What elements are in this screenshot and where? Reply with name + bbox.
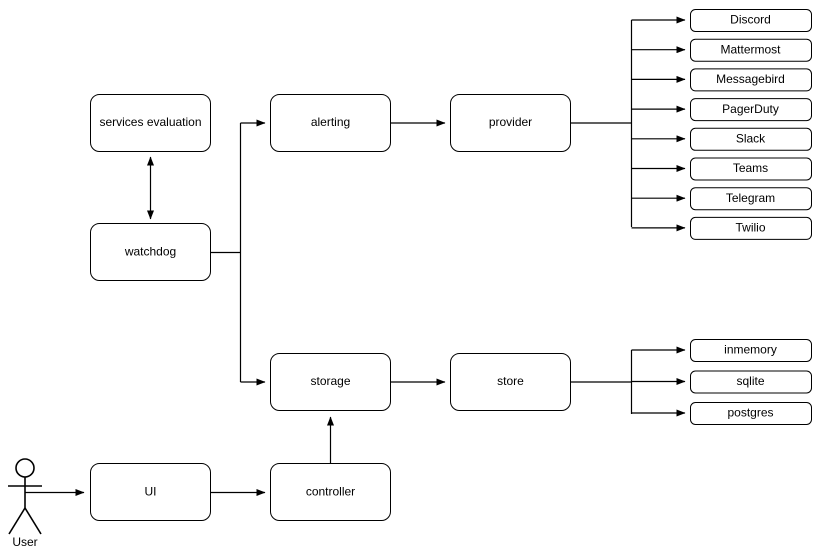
node-provider-label: provider: [489, 115, 532, 129]
provider-leaf-mattermost-label: Mattermost: [720, 42, 781, 56]
node-controller-box[interactable]: [270, 463, 391, 521]
provider-leaf-twilio-label: Twilio: [735, 221, 765, 235]
provider-leaf-mattermost[interactable]: Mattermost: [690, 38, 812, 62]
provider-leaf-slack-label: Slack: [736, 131, 766, 145]
node-services-evaluation-box[interactable]: [90, 94, 211, 152]
node-controller[interactable]: controller: [270, 463, 391, 521]
store-leaf-sqlite[interactable]: sqlite: [690, 370, 812, 394]
provider-leaf-twilio[interactable]: Twilio: [690, 216, 812, 240]
node-storage-label: storage: [310, 374, 350, 388]
provider-leaf-pagerduty[interactable]: PagerDuty: [690, 98, 812, 122]
node-store-label: store: [497, 374, 524, 388]
provider-leaf-teams[interactable]: Teams: [690, 157, 812, 181]
store-leaf-sqlite-box[interactable]: [690, 370, 812, 394]
provider-leaf-discord-label: Discord: [730, 13, 771, 27]
node-storage[interactable]: storage: [270, 353, 391, 411]
node-ui[interactable]: UI: [90, 463, 211, 521]
node-store-box[interactable]: [450, 353, 571, 411]
node-watchdog[interactable]: watchdog: [90, 223, 211, 281]
provider-leaf-twilio-box[interactable]: [690, 216, 812, 240]
stick-figure-left-leg-icon: [8, 507, 26, 535]
node-storage-box[interactable]: [270, 353, 391, 411]
store-leaf-postgres-label: postgres: [727, 406, 773, 420]
provider-leaf-pagerduty-box[interactable]: [690, 98, 812, 122]
provider-leaf-messagebird-label: Messagebird: [716, 72, 785, 86]
node-alerting-label: alerting: [311, 115, 350, 129]
store-leaf-postgres-box[interactable]: [690, 402, 812, 425]
node-store[interactable]: store: [450, 353, 571, 411]
provider-leaf-teams-label: Teams: [733, 161, 768, 175]
store-leaf-group: inmemory sqlite postgres: [631, 339, 812, 425]
node-alerting[interactable]: alerting: [270, 94, 391, 152]
node-watchdog-label: watchdog: [124, 245, 176, 259]
stick-figure-head-icon: [15, 458, 35, 478]
node-alerting-box[interactable]: [270, 94, 391, 152]
node-provider[interactable]: provider: [450, 94, 571, 152]
provider-leaf-messagebird-box[interactable]: [690, 68, 812, 92]
node-services-evaluation-label: services evaluation: [99, 115, 201, 129]
provider-leaf-slack-box[interactable]: [690, 127, 812, 151]
store-leaf-postgres[interactable]: postgres: [690, 402, 812, 425]
actor-user-label: User: [12, 535, 37, 549]
provider-leaf-mattermost-box[interactable]: [690, 38, 812, 62]
store-leaf-inmemory-label: inmemory: [724, 343, 777, 357]
node-controller-label: controller: [306, 485, 355, 499]
actor-user: User: [8, 458, 42, 549]
node-services-evaluation[interactable]: services evaluation: [90, 94, 211, 152]
provider-leaf-teams-box[interactable]: [690, 157, 812, 181]
provider-leaf-group: DiscordMattermostMessagebirdPagerDutySla…: [631, 9, 812, 240]
provider-leaf-messagebird[interactable]: Messagebird: [690, 68, 812, 92]
store-leaf-inmemory-box[interactable]: [690, 339, 812, 362]
node-ui-label: UI: [145, 485, 157, 499]
provider-leaf-slack[interactable]: Slack: [690, 127, 812, 151]
provider-leaf-discord[interactable]: Discord: [690, 9, 812, 32]
provider-leaf-telegram[interactable]: Telegram: [690, 187, 812, 211]
stick-figure-right-leg-icon: [24, 507, 42, 535]
provider-leaf-telegram-label: Telegram: [726, 191, 775, 205]
node-provider-box[interactable]: [450, 94, 571, 152]
node-ui-box[interactable]: [90, 463, 211, 521]
node-watchdog-box[interactable]: [90, 223, 211, 281]
store-leaf-inmemory[interactable]: inmemory: [690, 339, 812, 362]
provider-leaf-discord-box[interactable]: [690, 9, 812, 32]
provider-leaf-pagerduty-label: PagerDuty: [722, 102, 779, 116]
store-leaf-sqlite-label: sqlite: [736, 374, 764, 388]
provider-leaf-telegram-box[interactable]: [690, 187, 812, 211]
